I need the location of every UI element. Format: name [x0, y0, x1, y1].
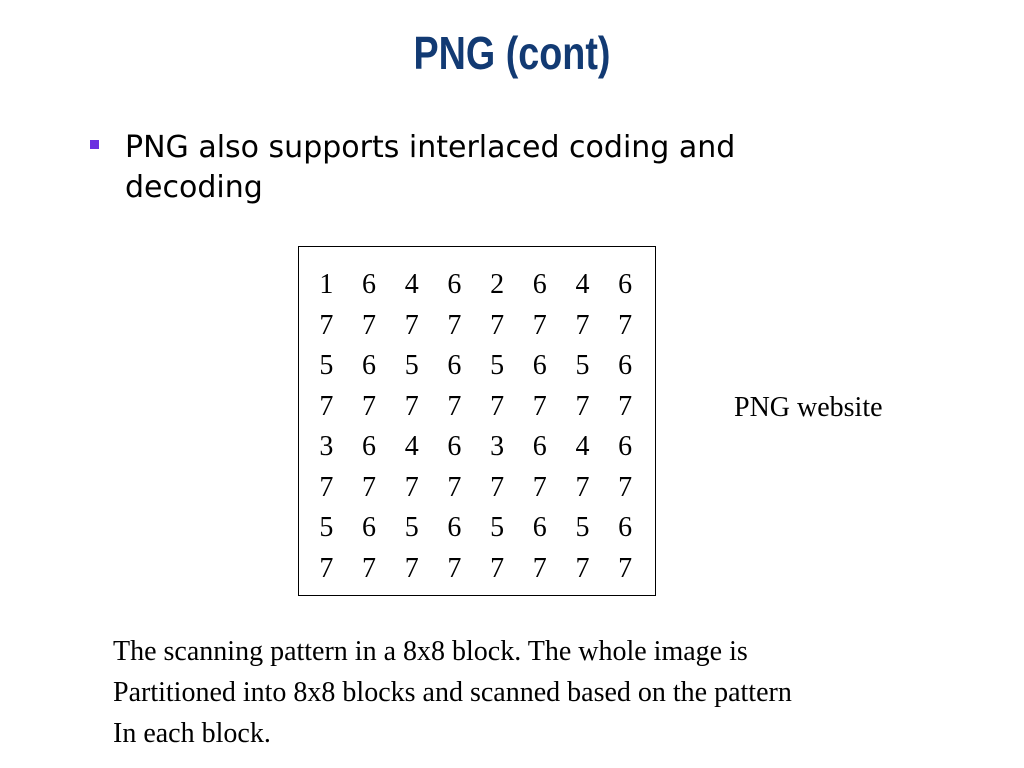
grid-cell: 4: [575, 431, 590, 462]
grid-cell: 7: [575, 552, 590, 584]
grid-cell: 1: [319, 269, 334, 300]
grid-cell: 5: [404, 350, 419, 381]
grid-cell: 7: [532, 471, 547, 503]
grid-cell: 7: [618, 471, 633, 503]
bullet-text-line-1: PNG also supports interlaced coding and: [125, 130, 736, 165]
grid-cell: 7: [404, 390, 419, 422]
grid-cell: 6: [362, 269, 377, 300]
grid-cell: 7: [532, 552, 547, 584]
grid-cell: 6: [447, 431, 462, 462]
grid-cell: 7: [404, 552, 419, 584]
grid-cell: 5: [319, 512, 334, 543]
grid-cell: 2: [490, 269, 505, 300]
grid-cell: 7: [575, 471, 590, 503]
grid-cell: 5: [319, 350, 334, 381]
grid-cell: 7: [447, 390, 462, 422]
grid-cell: 6: [532, 431, 547, 462]
grid-cell: 7: [319, 309, 334, 341]
grid-cell: 7: [319, 471, 334, 503]
grid-cell: 6: [362, 512, 377, 543]
grid-cell: 6: [362, 350, 377, 381]
grid-cell: 3: [490, 431, 505, 462]
grid-cell: 7: [618, 552, 633, 584]
grid-cell: 7: [490, 471, 505, 503]
grid-cell: 7: [575, 309, 590, 341]
grid-cell: 5: [575, 512, 590, 543]
square-bullet-icon: [90, 140, 99, 149]
grid-cell: 7: [319, 552, 334, 584]
grid-cell: 6: [532, 269, 547, 300]
caption-line-2: Partitioned into 8x8 blocks and scanned …: [113, 677, 792, 708]
grid-cell: 7: [490, 309, 505, 341]
grid-cell: 4: [404, 431, 419, 462]
grid-cell: 7: [447, 309, 462, 341]
grid-cell: 7: [618, 390, 633, 422]
grid-cell: 7: [447, 471, 462, 503]
source-label: PNG website: [734, 392, 883, 423]
grid-cell: 6: [532, 512, 547, 543]
grid-cell: 5: [490, 350, 505, 381]
grid-cell: 7: [362, 390, 377, 422]
grid-cell: 6: [447, 269, 462, 300]
grid-cell: 7: [404, 309, 419, 341]
grid-cell: 4: [575, 269, 590, 300]
grid-cell: 6: [618, 269, 633, 300]
grid-cell: 7: [490, 390, 505, 422]
grid-cell: 6: [618, 431, 633, 462]
grid-cell: 6: [618, 512, 633, 543]
caption-line-3: In each block.: [113, 718, 271, 749]
grid-cell: 4: [404, 269, 419, 300]
bullet-text: PNG also supports interlaced coding and …: [125, 128, 845, 208]
grid-cell: 7: [618, 309, 633, 341]
slide-title: PNG (cont): [413, 27, 611, 79]
grid-cell: 3: [319, 431, 334, 462]
caption-line-1: The scanning pattern in a 8x8 block. The…: [113, 636, 748, 667]
grid-cell: 6: [532, 350, 547, 381]
grid-cell: 6: [447, 350, 462, 381]
grid-cell: 7: [362, 552, 377, 584]
grid-cell: 7: [362, 471, 377, 503]
grid-cell: 7: [404, 471, 419, 503]
grid-cell: 7: [319, 390, 334, 422]
grid-cell: 7: [532, 309, 547, 341]
grid-cell: 7: [490, 552, 505, 584]
grid-cell: 7: [532, 390, 547, 422]
grid-cell: 5: [575, 350, 590, 381]
grid-cell: 6: [362, 431, 377, 462]
grid-cell: 7: [575, 390, 590, 422]
grid-cell: 5: [490, 512, 505, 543]
grid-cell: 7: [362, 309, 377, 341]
bullet-text-line-2: decoding: [125, 170, 263, 205]
grid-cell: 6: [618, 350, 633, 381]
grid-cell: 5: [404, 512, 419, 543]
figure-caption: The scanning pattern in a 8x8 block. The…: [113, 631, 993, 754]
grid-cell: 6: [447, 512, 462, 543]
grid-cell: 7: [447, 552, 462, 584]
